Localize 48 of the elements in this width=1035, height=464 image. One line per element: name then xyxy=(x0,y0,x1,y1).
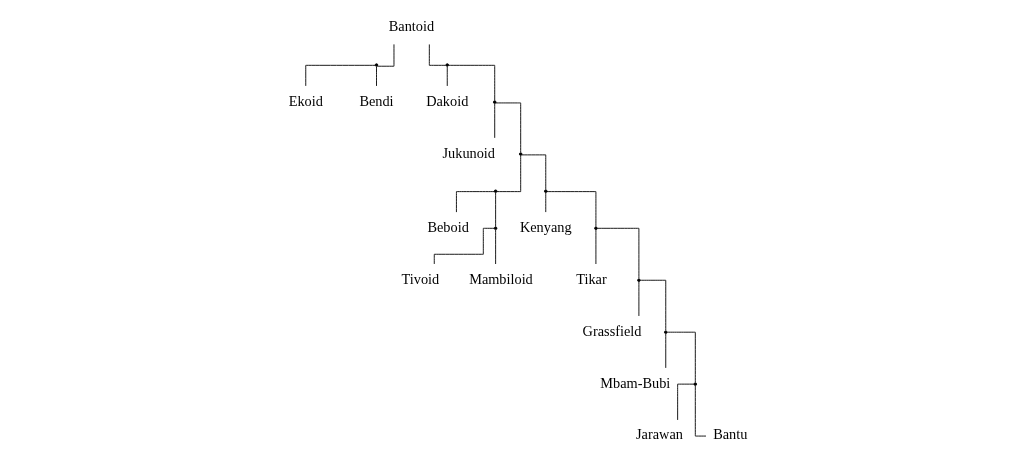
connector xyxy=(544,192,546,213)
connector xyxy=(676,383,694,421)
node-text: Bantoid xyxy=(388,18,434,35)
node-text: Tivoid xyxy=(401,270,439,287)
node-text: Bantu xyxy=(712,426,747,443)
node-bracket xyxy=(663,330,667,334)
connector xyxy=(494,229,496,265)
connector xyxy=(376,43,394,67)
node-text: Grassfield xyxy=(582,322,641,339)
node-bracket xyxy=(492,100,496,104)
connector xyxy=(494,192,496,228)
node-bracket xyxy=(518,152,522,156)
connector xyxy=(496,155,521,193)
connector xyxy=(694,385,706,437)
node-bracket xyxy=(493,226,497,231)
connector xyxy=(520,154,546,191)
node-bracket xyxy=(374,63,378,67)
connector xyxy=(639,279,666,331)
node-text: Tikar xyxy=(575,270,607,287)
node-text: Dakoid xyxy=(425,92,468,109)
node-text: Jarawan xyxy=(635,426,683,443)
node-bracket xyxy=(593,226,598,231)
node-text: Jukunoid xyxy=(442,144,495,161)
connector xyxy=(637,281,639,317)
connector xyxy=(304,64,375,87)
connector xyxy=(666,331,696,383)
connector xyxy=(494,102,521,153)
connector xyxy=(428,44,446,66)
node-text: Kenyang xyxy=(519,218,572,235)
connector xyxy=(455,191,495,213)
connector xyxy=(375,66,377,87)
node-bracket xyxy=(693,382,697,386)
node-bracket xyxy=(636,278,641,282)
connector xyxy=(546,191,596,228)
connector xyxy=(594,229,596,265)
node-bracket xyxy=(493,189,497,193)
connector xyxy=(664,333,666,369)
node-text: Bendi xyxy=(358,92,394,109)
connector xyxy=(596,227,639,279)
connector xyxy=(493,103,495,139)
connector xyxy=(446,66,448,87)
node-bracket xyxy=(445,63,449,67)
node-text: Mambiloid xyxy=(468,270,533,287)
connector xyxy=(447,64,495,101)
node-bracket xyxy=(543,189,547,193)
node-text: Mbam-Bubi xyxy=(599,374,670,391)
node-text: Beboid xyxy=(426,218,469,235)
node-text: Ekoid xyxy=(288,92,323,109)
